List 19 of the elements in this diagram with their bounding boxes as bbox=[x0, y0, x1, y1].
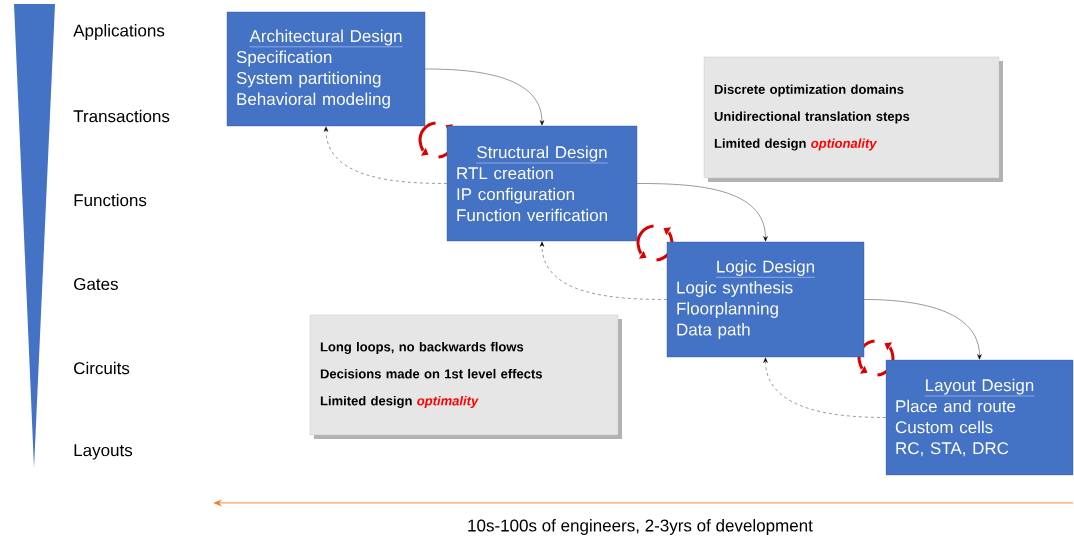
arrow bbox=[323, 126, 447, 184]
design-stage-box: Layout Design Place and route Custom cells RC, STA, DRC bbox=[885, 359, 1074, 476]
arrow bbox=[763, 357, 886, 418]
level-label: Applications bbox=[73, 24, 165, 40]
level-label: Functions bbox=[74, 193, 147, 207]
arrow bbox=[539, 241, 667, 300]
level-label: Circuits bbox=[74, 361, 130, 375]
note-box: Long loops, no backwards flows Decisions made on 1st level effects Limited design optimality bbox=[309, 314, 619, 436]
axis-caption: 10s-100s of engineers, 2-3yrs of development bbox=[468, 519, 813, 535]
note-box: Discrete optimization domains Unidirectional translation steps Limited design optionality bbox=[703, 56, 1000, 179]
level-label: Layouts bbox=[74, 444, 133, 460]
design-stage-box: Architectural Design Specification System partitioning Behavioral modeling bbox=[226, 11, 426, 127]
level-label: Transactions bbox=[73, 109, 170, 123]
design-stage-box: Structural Design RTL creation IP configuration Function verification bbox=[446, 125, 638, 242]
arrow bbox=[637, 183, 768, 242]
level-label: Gates bbox=[74, 277, 118, 290]
arrow bbox=[425, 68, 545, 126]
design-stage-box: Logic Design Logic synthesis Floorplanning Data path bbox=[666, 241, 865, 358]
arrow bbox=[864, 299, 982, 360]
